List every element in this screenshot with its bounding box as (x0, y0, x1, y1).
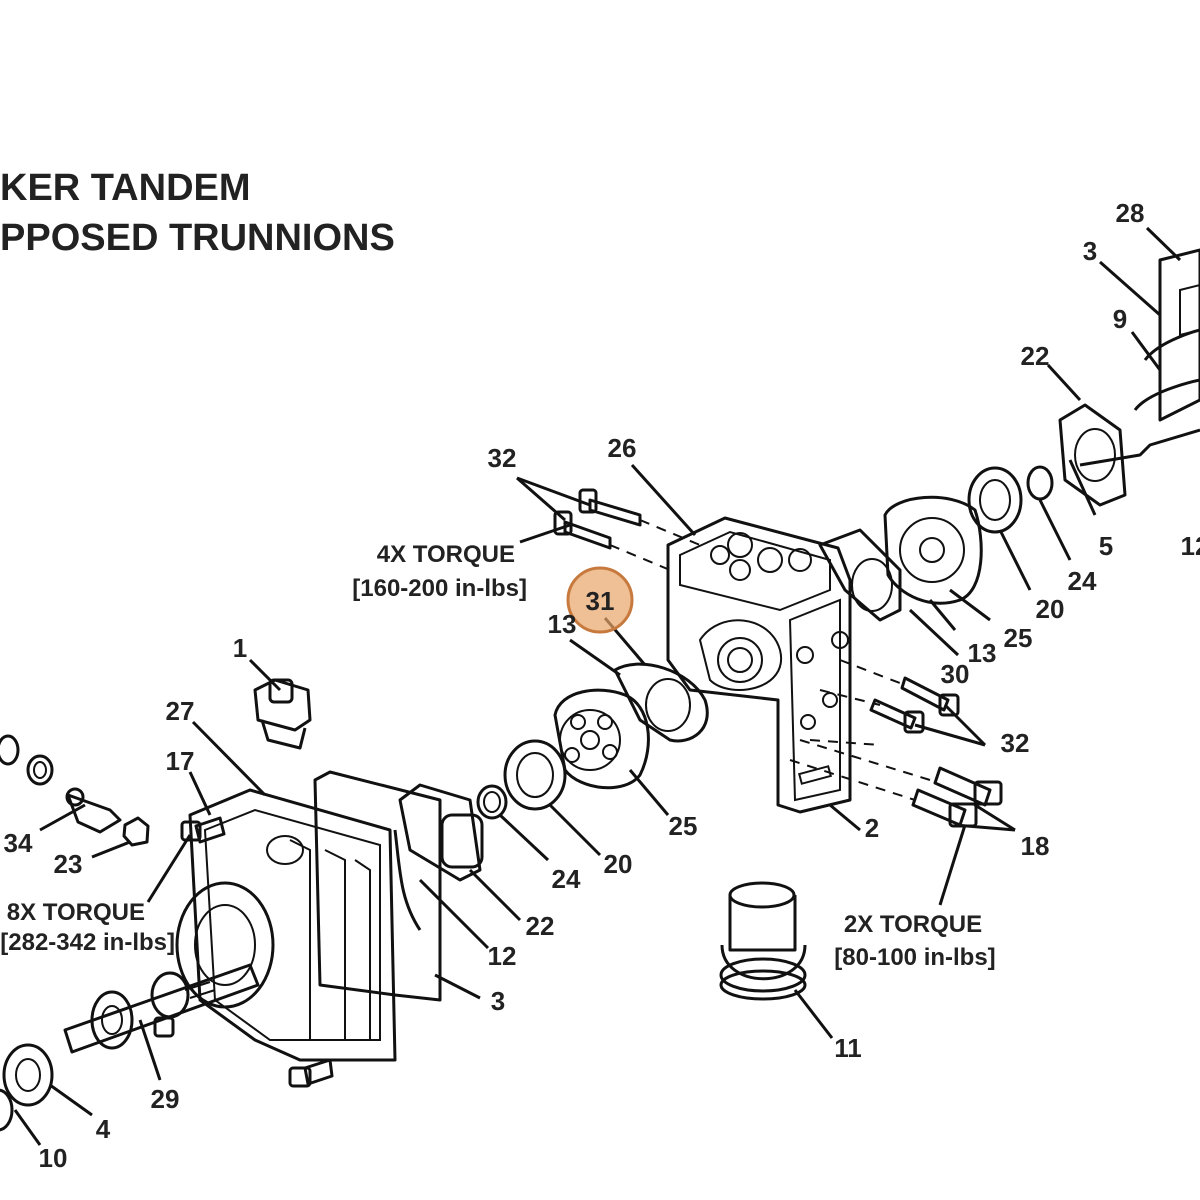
right-assembly (1058, 248, 1200, 507)
part-label-12-right[interactable]: 12 (1181, 531, 1200, 561)
part-label-23[interactable]: 23 (54, 849, 83, 879)
leader-lines (13, 226, 1182, 1146)
part-label-30[interactable]: 30 (941, 659, 970, 689)
part-label-27[interactable]: 27 (166, 696, 195, 726)
part-label-4[interactable]: 4 (96, 1114, 111, 1144)
seal-20-right (967, 466, 1023, 534)
part-label-9[interactable]: 9 (1113, 304, 1127, 334)
part-label-29[interactable]: 29 (151, 1084, 180, 1114)
torque-4x-count: 4X TORQUE (377, 541, 515, 568)
part-label-24-right[interactable]: 24 (1068, 566, 1097, 596)
shaft-assembly (0, 963, 260, 1132)
part-label-26[interactable]: 26 (608, 433, 637, 463)
part-label-24-center[interactable]: 24 (552, 864, 581, 894)
torque-8x-range: [282-342 in-lbs] (0, 929, 175, 956)
part-label-18[interactable]: 18 (1021, 831, 1050, 861)
gasket-3-left (313, 770, 442, 1002)
center-housing (666, 516, 852, 814)
torque-8x-count: 8X TORQUE (7, 899, 145, 926)
torque-2x-count: 2X TORQUE (844, 911, 982, 938)
torque-4x-range: [160-200 in-lbs] (352, 575, 527, 602)
part-label-32-upper[interactable]: 32 (488, 443, 517, 473)
part-label-25-center[interactable]: 25 (669, 811, 698, 841)
trunnion-22-left (393, 783, 484, 931)
cartridge-11 (719, 881, 807, 1001)
part-label-13-right[interactable]: 13 (968, 638, 997, 668)
part-label-28[interactable]: 28 (1116, 198, 1145, 228)
part-label-12-left[interactable]: 12 (488, 941, 517, 971)
part-callouts: 28 3 9 22 26 32 5 24 20 12 25 13 30 31 1… (4, 198, 1200, 1173)
valve-plate-25-right (883, 495, 983, 605)
part-label-3-right[interactable]: 3 (1083, 236, 1097, 266)
left-rings (0, 734, 54, 786)
ring-24-center (476, 784, 508, 820)
part-label-25-right[interactable]: 25 (1004, 623, 1033, 653)
ring-24-right (1026, 465, 1054, 501)
seal-20-center (503, 739, 567, 811)
pin-34 (65, 787, 122, 834)
gasket-plate-31 (613, 662, 709, 743)
part-label-22-right[interactable]: 22 (1021, 341, 1050, 371)
torque-2x-range: [80-100 in-lbs] (834, 944, 995, 971)
part-label-11[interactable]: 11 (834, 1033, 862, 1063)
part-label-1[interactable]: 1 (233, 633, 247, 663)
plug-1 (253, 678, 312, 750)
part-label-20-right[interactable]: 20 (1036, 594, 1065, 624)
part-label-3-left[interactable]: 3 (491, 986, 505, 1016)
part-label-5[interactable]: 5 (1099, 531, 1113, 561)
plate-30 (818, 528, 902, 622)
title-line-2: PPOSED TRUNNIONS (0, 217, 395, 259)
part-label-31[interactable]: 31 (586, 586, 615, 616)
bolts-32-upper (553, 488, 642, 550)
bolts-32-lower (869, 676, 960, 734)
part-label-34[interactable]: 34 (4, 828, 33, 858)
highlight-marker[interactable] (566, 566, 634, 634)
part-label-22-left[interactable]: 22 (526, 911, 555, 941)
part-label-17[interactable]: 17 (166, 746, 195, 776)
part-label-32-lower[interactable]: 32 (1001, 728, 1030, 758)
part-label-13-center[interactable]: 13 (548, 609, 577, 639)
fittings-18 (911, 766, 1003, 828)
part-label-20-center[interactable]: 20 (604, 849, 633, 879)
left-housing-27 (175, 788, 397, 1062)
part-label-10[interactable]: 10 (39, 1143, 68, 1173)
alignment-lines (609, 519, 931, 801)
title-line-1: KER TANDEM (0, 167, 251, 209)
nut-23 (122, 816, 150, 847)
part-label-2[interactable]: 2 (865, 813, 879, 843)
small-hardware (153, 816, 334, 1088)
valve-plate-25-center (553, 688, 650, 790)
